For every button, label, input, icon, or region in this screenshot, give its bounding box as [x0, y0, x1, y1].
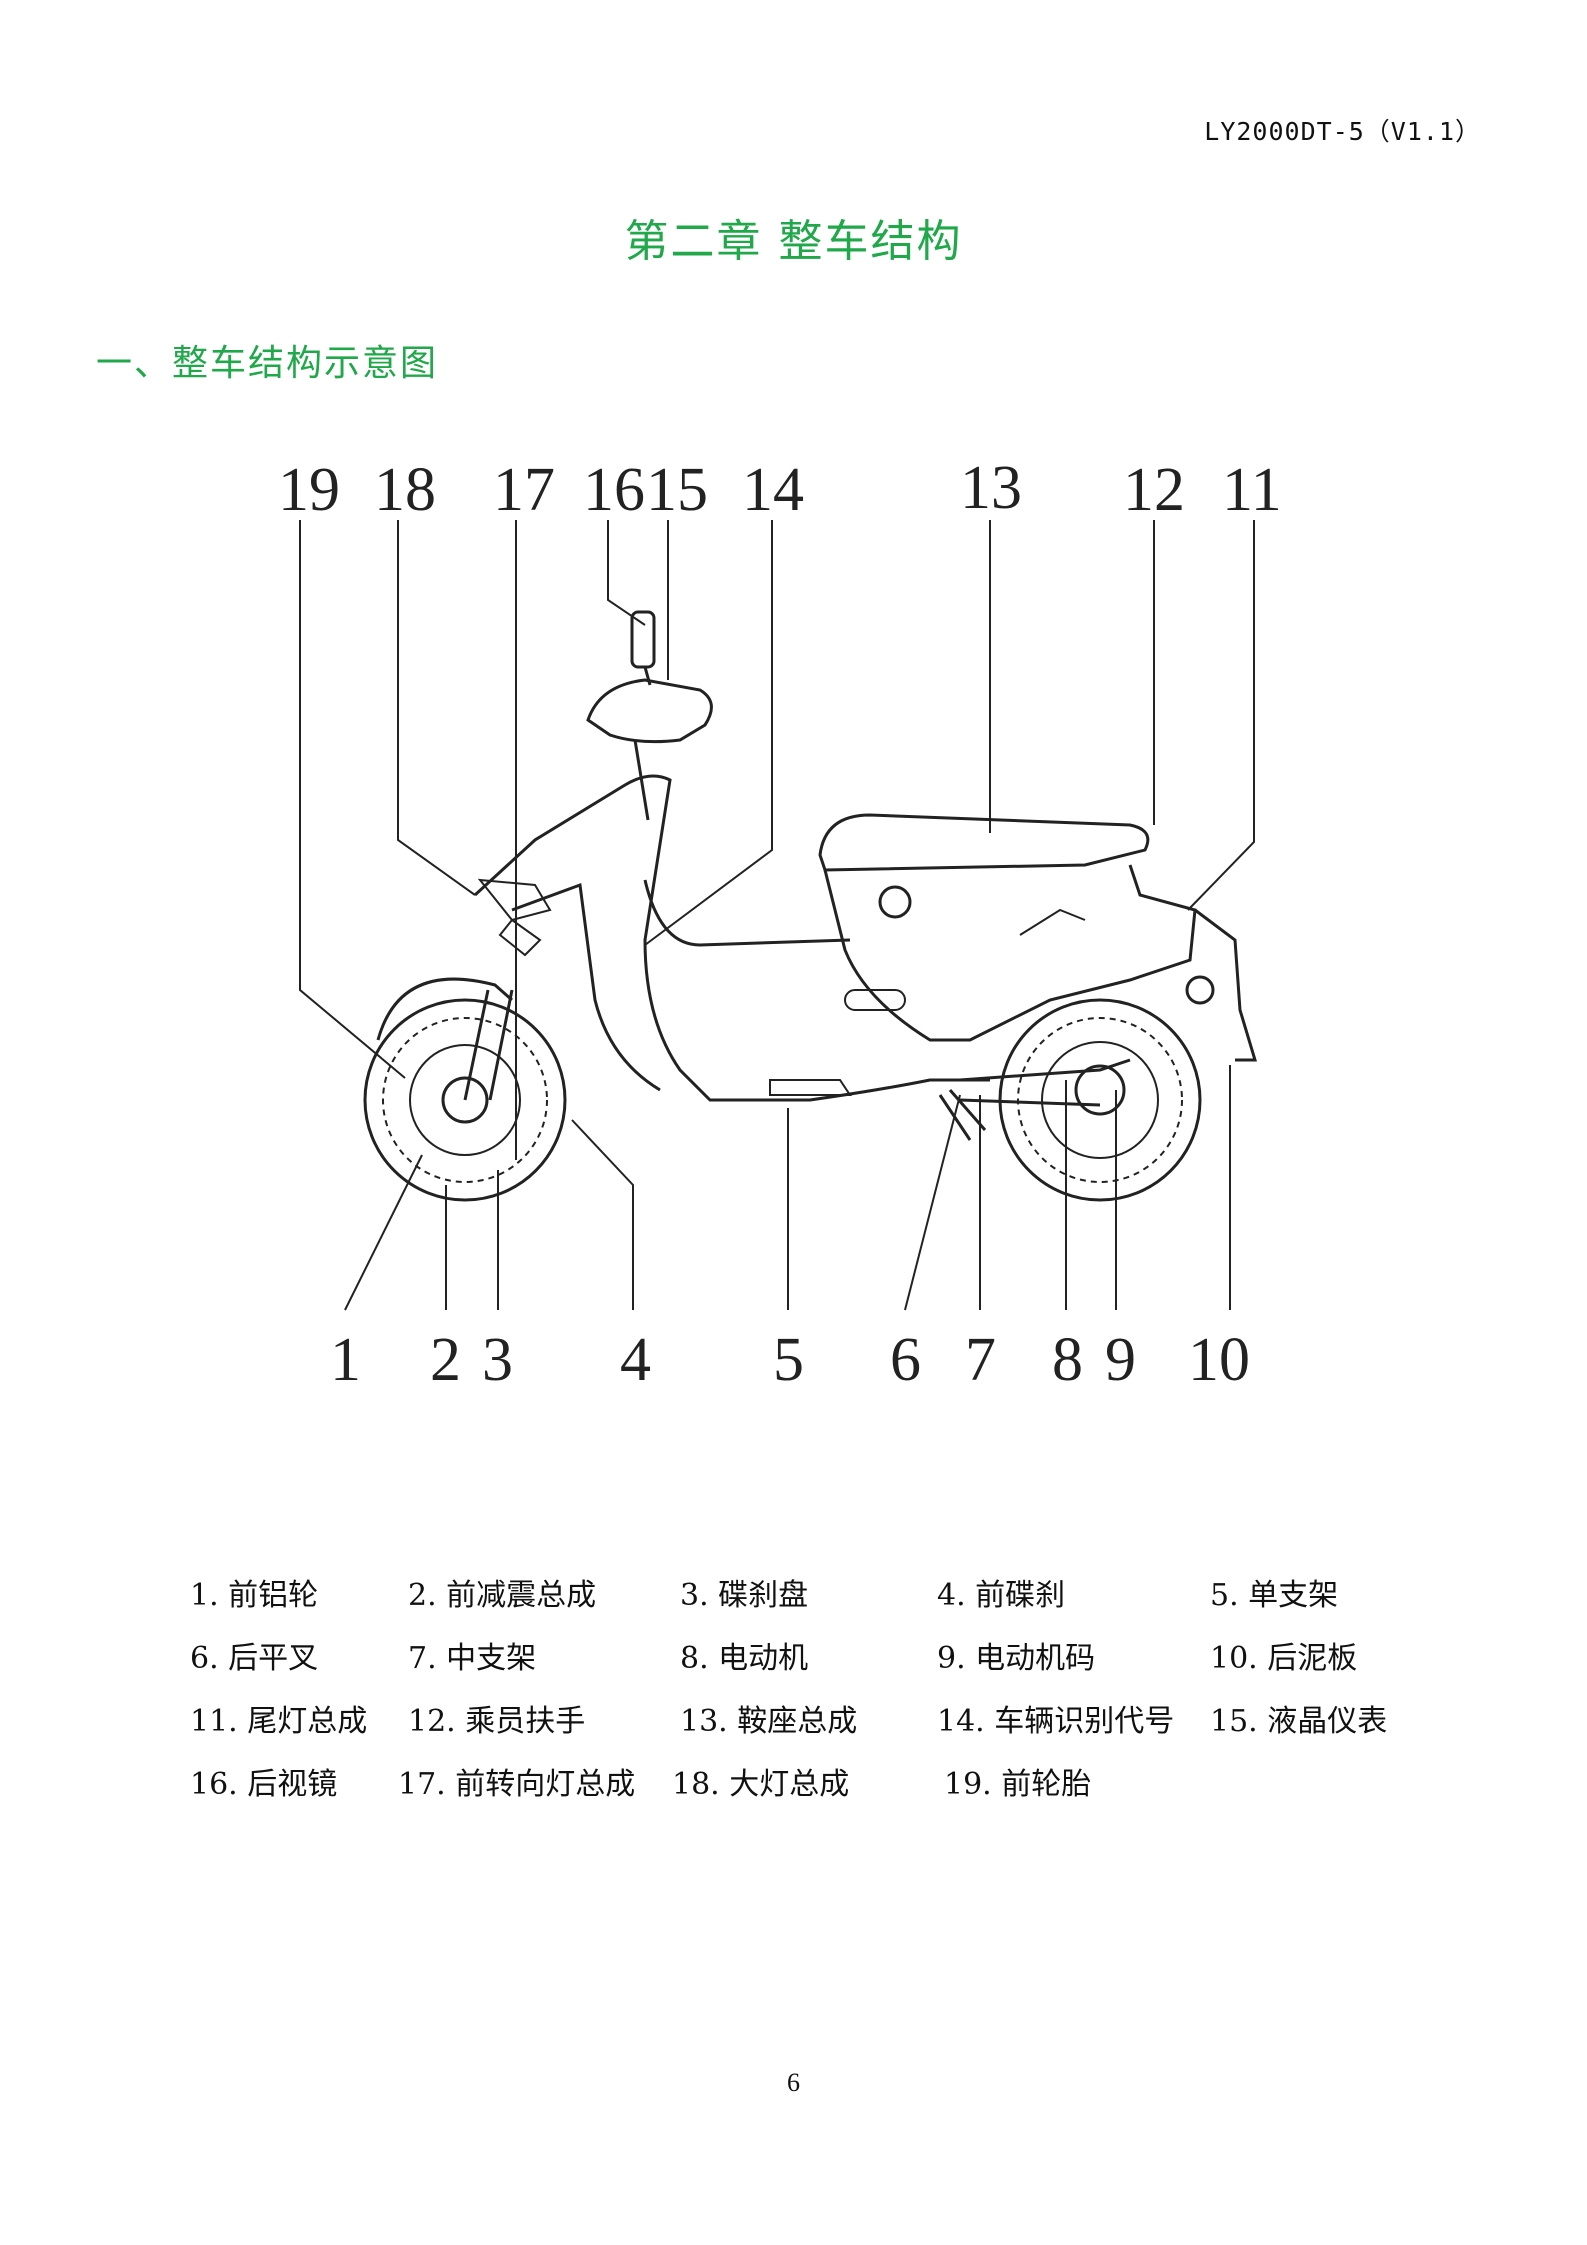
parts-legend: 1. 前铝轮 2. 前减震总成 3. 碟刹盘 4. 前碟刹 5. 单支架 6. …	[190, 1570, 1450, 1822]
callout-9: 9	[1105, 1326, 1136, 1394]
legend-item: 8. 电动机	[680, 1641, 809, 1676]
callout-18: 18	[374, 456, 436, 524]
legend-item: 9. 电动机码	[937, 1641, 1096, 1676]
callout-8: 8	[1052, 1326, 1083, 1394]
callout-16: 16	[583, 456, 645, 524]
legend-item: 11. 尾灯总成	[190, 1704, 368, 1739]
legend-item: 19. 前轮胎	[944, 1767, 1092, 1802]
legend-item: 18. 大灯总成	[672, 1767, 850, 1802]
callout-17: 17	[493, 456, 555, 524]
callout-15: 15	[646, 456, 708, 524]
scooter-structure-diagram: 19 18 17 16 15 14 13 12 11 1 2 3 4 5 6 7…	[250, 440, 1300, 1420]
legend-item: 7. 中支架	[408, 1641, 537, 1676]
legend-item: 17. 前转向灯总成	[398, 1767, 636, 1802]
section-title: 一、整车结构示意图	[96, 343, 439, 384]
chapter-title: 第二章 整车结构	[624, 216, 963, 267]
callout-7: 7	[965, 1326, 996, 1394]
scooter-outline	[363, 610, 1258, 1202]
leader-lines	[299, 520, 1255, 1311]
callout-14: 14	[742, 456, 804, 524]
callout-5: 5	[773, 1326, 804, 1394]
callout-3: 3	[482, 1326, 513, 1394]
legend-row: 1. 前铝轮 2. 前减震总成 3. 碟刹盘 4. 前碟刹 5. 单支架	[190, 1570, 1450, 1633]
legend-item: 13. 鞍座总成	[680, 1704, 858, 1739]
legend-row: 11. 尾灯总成 12. 乘员扶手 13. 鞍座总成 14. 车辆识别代号 15…	[190, 1696, 1450, 1759]
document-code: LY2000DT-5（V1.1）	[1204, 117, 1481, 146]
legend-item: 10. 后泥板	[1210, 1641, 1358, 1676]
legend-item: 1. 前铝轮	[190, 1578, 319, 1613]
legend-item: 12. 乘员扶手	[408, 1704, 586, 1739]
callout-1: 1	[330, 1326, 361, 1394]
callout-13: 13	[960, 454, 1022, 522]
callout-2: 2	[430, 1326, 461, 1394]
page-number: 6	[787, 2068, 800, 2097]
callout-11: 11	[1222, 456, 1282, 524]
legend-item: 6. 后平叉	[190, 1641, 319, 1676]
callout-10: 10	[1188, 1326, 1250, 1394]
legend-item: 14. 车辆识别代号	[937, 1704, 1175, 1739]
legend-item: 3. 碟刹盘	[680, 1578, 809, 1613]
callout-6: 6	[890, 1326, 921, 1394]
legend-item: 5. 单支架	[1210, 1578, 1339, 1613]
callout-19: 19	[278, 456, 340, 524]
legend-item: 4. 前碟刹	[937, 1578, 1066, 1613]
legend-item: 16. 后视镜	[190, 1767, 338, 1802]
legend-item: 2. 前减震总成	[408, 1578, 597, 1613]
callout-12: 12	[1123, 456, 1185, 524]
legend-item: 15. 液晶仪表	[1210, 1704, 1388, 1739]
legend-row: 16. 后视镜 17. 前转向灯总成 18. 大灯总成 19. 前轮胎	[190, 1759, 1450, 1822]
callout-4: 4	[620, 1326, 651, 1394]
legend-row: 6. 后平叉 7. 中支架 8. 电动机 9. 电动机码 10. 后泥板	[190, 1633, 1450, 1696]
